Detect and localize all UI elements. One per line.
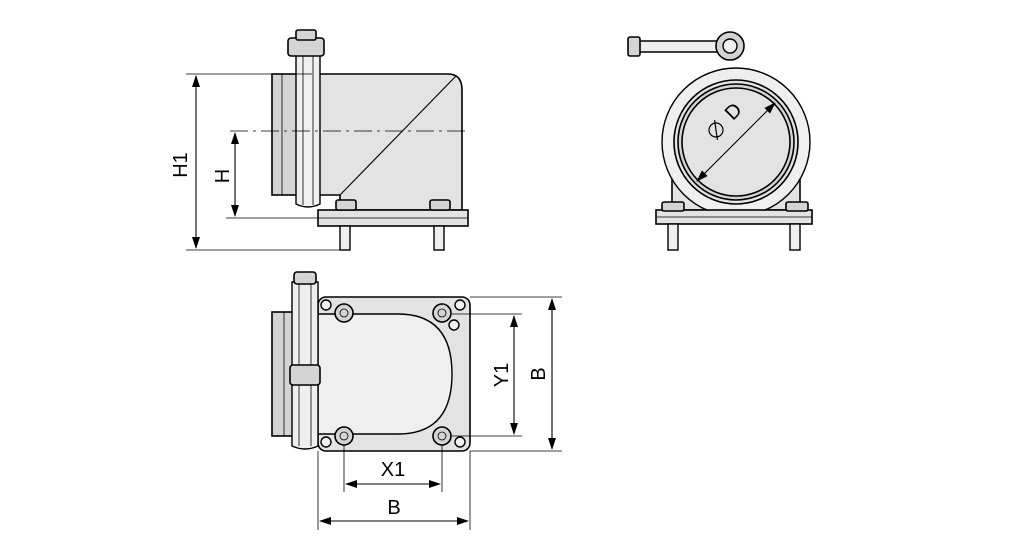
b-horizontal-label: B — [387, 497, 400, 519]
front-view — [627, 31, 813, 251]
diameter-dimension-line — [696, 102, 776, 182]
y1-label: Y1 — [491, 363, 513, 387]
top-view — [271, 271, 562, 530]
h1-label: H1 — [170, 152, 192, 178]
side-view — [186, 29, 470, 251]
diameter-symbol — [708, 120, 724, 140]
x1-label: X1 — [381, 459, 405, 481]
b-vertical-label: B — [528, 367, 550, 380]
h-label: H — [212, 169, 234, 183]
